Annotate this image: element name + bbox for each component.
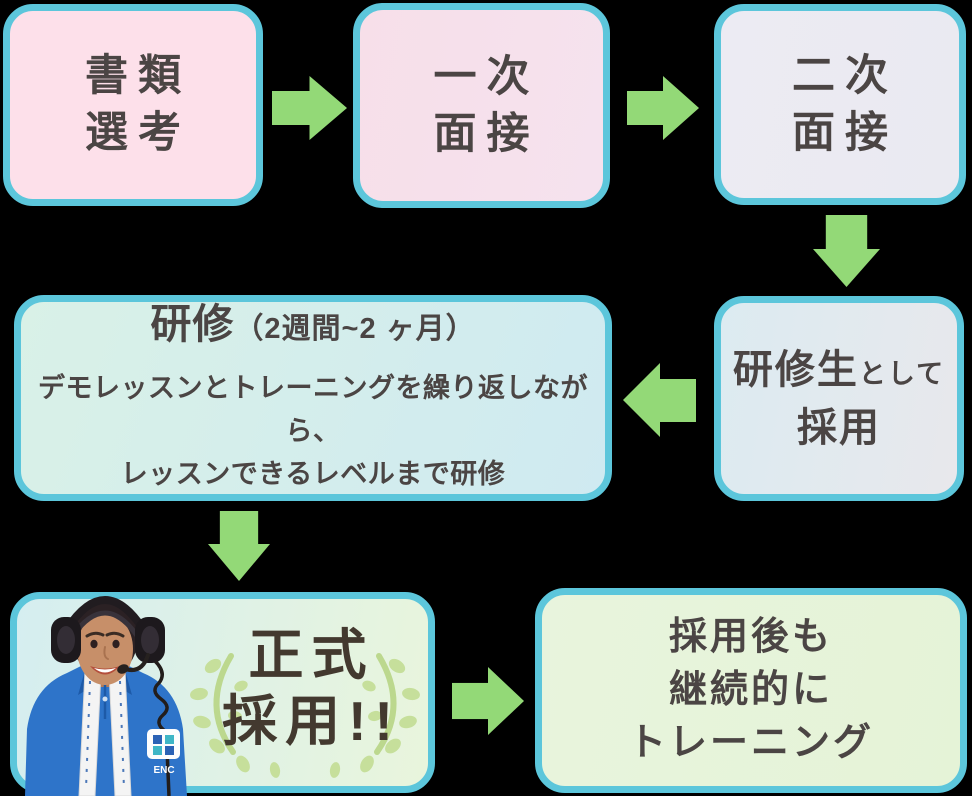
arrow-left-icon	[623, 363, 696, 437]
step-label-line: 面接	[433, 109, 540, 158]
step-training: 研修（2週間~2 ヶ月） デモレッスンとトレーニングを繰り返しながら、 レッスン…	[14, 295, 612, 501]
laurel-wreath-icon	[190, 653, 420, 778]
arrow-down-icon	[813, 215, 880, 287]
badge-text: ENC	[153, 765, 174, 776]
step-label-line: 採用	[797, 405, 881, 450]
step-label-line: 選考	[85, 109, 191, 157]
step-continuous-training: 採用後も 継続的に トレーニング	[535, 588, 967, 793]
arrow-right-icon	[627, 76, 699, 140]
step-label-line: 面接	[792, 108, 898, 157]
training-title: 研修（2週間~2 ヶ月）	[150, 301, 476, 347]
step-label-line: トレーニング	[627, 722, 874, 764]
step-label-line: 一次	[433, 52, 540, 101]
step-second-interview: 二次 面接	[714, 4, 966, 205]
arrow-down-icon	[208, 511, 270, 581]
step-label-line: 二次	[792, 51, 898, 100]
official-hire-label: 正式 採用!!	[222, 624, 401, 752]
step-hired-as-trainee: 研修生として 採用	[714, 296, 964, 501]
step-label-line: 書類	[85, 52, 191, 100]
step-label-line: 継続的に	[668, 669, 833, 711]
step-label-line: 研修生として	[732, 347, 946, 392]
step-first-interview: 一次 面接	[353, 3, 610, 208]
arrow-right-icon	[272, 76, 347, 140]
step-document-screening: 書類 選考	[3, 4, 263, 206]
arrow-right-icon	[452, 667, 524, 735]
trainee-photo: ENC	[25, 596, 187, 796]
step-label-line: 採用後も	[668, 616, 833, 658]
training-description: デモレッスンとトレーニングを繰り返しながら、 レッスンできるレベルまで研修	[38, 373, 588, 489]
